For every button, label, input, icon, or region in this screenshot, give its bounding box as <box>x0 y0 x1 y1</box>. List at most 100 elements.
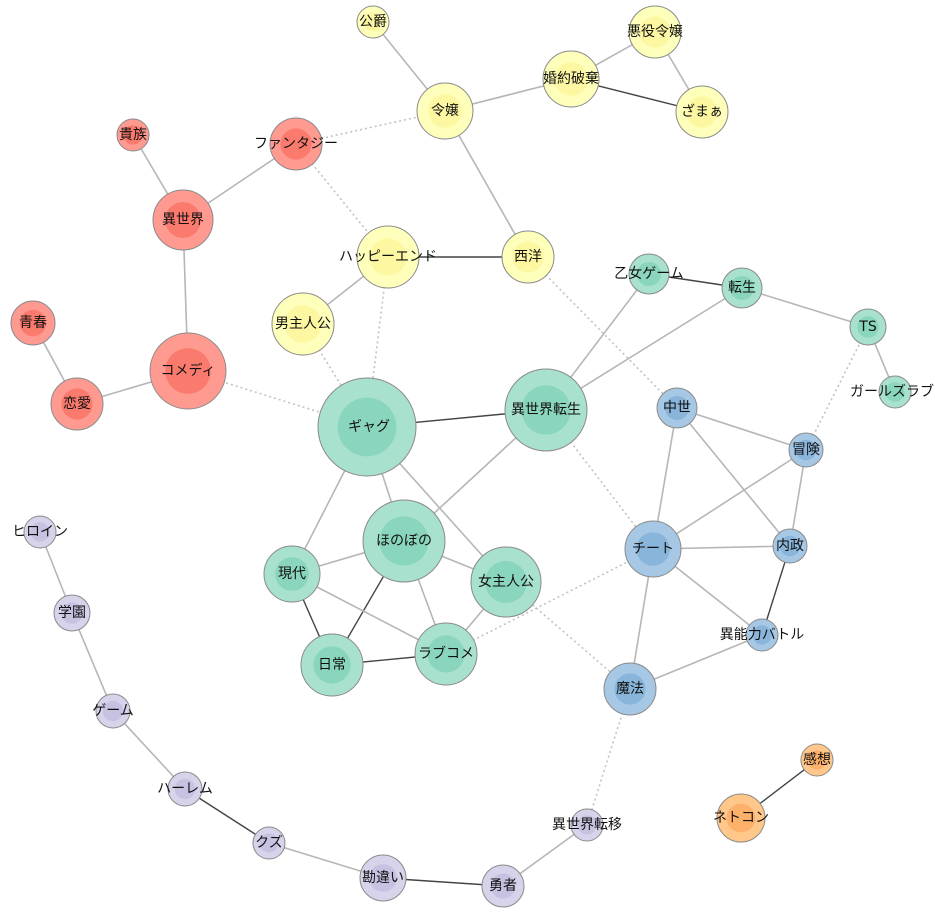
node-core <box>554 62 588 96</box>
node-core <box>337 397 397 457</box>
node-kanchigai[interactable]: 勘違い <box>359 854 407 902</box>
node-label: ざまぁ <box>681 103 723 120</box>
node-label: 異世界転移 <box>552 817 622 833</box>
edge-seiyo-chusei <box>527 256 678 409</box>
node-isekai[interactable]: 異世界 <box>152 189 214 251</box>
node-label: ゲーム <box>92 703 134 719</box>
node-nichijo[interactable]: 日常 <box>300 633 364 697</box>
node-label: 令嬢 <box>431 103 459 119</box>
node-core <box>636 532 670 566</box>
node-label: ハッピーエンド <box>339 249 437 265</box>
node-core <box>795 439 817 461</box>
node-otome[interactable]: 乙女ゲーム <box>614 253 684 295</box>
node-core <box>665 396 689 420</box>
node-label: 恋愛 <box>63 395 91 412</box>
node-yusha[interactable]: 勇者 <box>481 864 525 908</box>
node-heroine[interactable]: ヒロイン <box>12 515 68 549</box>
node-seiyo[interactable]: 西洋 <box>501 230 555 284</box>
node-label: 感想 <box>803 751 831 768</box>
node-naisei[interactable]: 内政 <box>772 528 808 564</box>
node-label: 女主人公 <box>478 573 534 590</box>
edge-tensei-ts <box>741 287 869 328</box>
node-happy[interactable]: ハッピーエンド <box>339 225 437 289</box>
node-label: 異世界転生 <box>511 402 581 418</box>
node-honobono[interactable]: ほのぼの <box>362 499 446 583</box>
node-kuzu[interactable]: クズ <box>252 826 286 860</box>
node-boken[interactable]: 冒険 <box>788 432 824 468</box>
node-core <box>427 635 465 673</box>
node-label: 男主人公 <box>275 316 331 332</box>
node-harem[interactable]: ハーレム <box>157 771 213 807</box>
node-core <box>730 276 754 300</box>
node-core <box>614 673 646 705</box>
node-label: 乙女ゲーム <box>614 265 684 282</box>
node-game[interactable]: ゲーム <box>92 693 134 729</box>
edge-maho-isekaiteni <box>586 688 631 826</box>
node-netcon[interactable]: ネトコン <box>713 793 769 843</box>
node-core <box>275 557 309 591</box>
node-core <box>165 348 211 394</box>
node-core <box>639 16 671 48</box>
node-kishaku[interactable]: 公爵 <box>356 5 390 39</box>
node-danshu[interactable]: 男主人公 <box>271 292 335 356</box>
node-label: ネトコン <box>713 810 769 826</box>
node-konyaku[interactable]: 婚約破棄 <box>542 50 600 108</box>
node-core <box>490 873 516 899</box>
node-core <box>174 778 196 800</box>
node-core <box>807 750 827 770</box>
node-core <box>369 238 407 276</box>
node-label: 貴族 <box>119 127 147 143</box>
node-core <box>61 602 83 624</box>
node-gendai[interactable]: 現代 <box>263 545 321 603</box>
node-tensei[interactable]: 転生 <box>721 267 763 309</box>
edge-isekaitensei-cheat <box>545 409 654 550</box>
node-core <box>577 815 597 835</box>
node-core <box>123 125 143 145</box>
node-renai[interactable]: 恋愛 <box>50 377 104 431</box>
edge-boken-cheat <box>652 449 807 550</box>
node-maho[interactable]: 魔法 <box>603 662 657 716</box>
node-joshu[interactable]: 女主人公 <box>470 546 542 618</box>
node-core <box>779 535 801 557</box>
node-isekaiteni[interactable]: 異世界転移 <box>552 808 622 842</box>
node-fantasy[interactable]: ファンタジー <box>254 117 338 171</box>
node-gag[interactable]: ギャグ <box>317 377 417 477</box>
node-label: 悪役令嬢 <box>627 24 683 40</box>
node-core <box>726 803 756 833</box>
node-girlslove[interactable]: ガールズラブ <box>850 375 934 409</box>
node-label: ハーレム <box>157 781 213 797</box>
node-lovecome[interactable]: ラブコメ <box>414 622 478 686</box>
node-core <box>19 309 47 337</box>
node-cheat[interactable]: チート <box>624 520 682 578</box>
node-core <box>259 833 279 853</box>
edge-game-harem <box>112 710 186 790</box>
node-zamaa[interactable]: ざまぁ <box>675 85 729 139</box>
node-akuyaku[interactable]: 悪役令嬢 <box>627 5 683 59</box>
node-kanso[interactable]: 感想 <box>800 743 834 777</box>
node-core <box>857 316 879 338</box>
node-label: ヒロイン <box>12 524 68 540</box>
node-isekaitensei[interactable]: 異世界転生 <box>504 368 588 452</box>
node-gakuen[interactable]: 学園 <box>53 594 91 632</box>
node-core <box>280 128 312 160</box>
node-label: チート <box>632 541 674 557</box>
node-label: 勘違い <box>362 870 404 886</box>
node-ts[interactable]: TS <box>849 308 887 346</box>
node-label: ガールズラブ <box>850 383 934 400</box>
node-label: クズ <box>255 835 283 851</box>
node-label: 中世 <box>663 400 691 416</box>
node-core <box>752 625 772 645</box>
node-kizoku[interactable]: 貴族 <box>116 118 150 152</box>
node-seishun[interactable]: 青春 <box>10 300 56 346</box>
node-core <box>363 12 383 32</box>
node-reijo[interactable]: 令嬢 <box>416 82 474 140</box>
node-chusei[interactable]: 中世 <box>656 387 698 429</box>
node-label: 西洋 <box>514 249 542 265</box>
node-inou[interactable]: 異能力バトル <box>720 618 804 652</box>
node-label: 学園 <box>58 605 86 621</box>
node-comedy[interactable]: コメディ <box>149 332 227 410</box>
edge-layer <box>32 21 896 887</box>
node-core <box>485 561 527 603</box>
node-label: ほのぼの <box>376 533 432 549</box>
